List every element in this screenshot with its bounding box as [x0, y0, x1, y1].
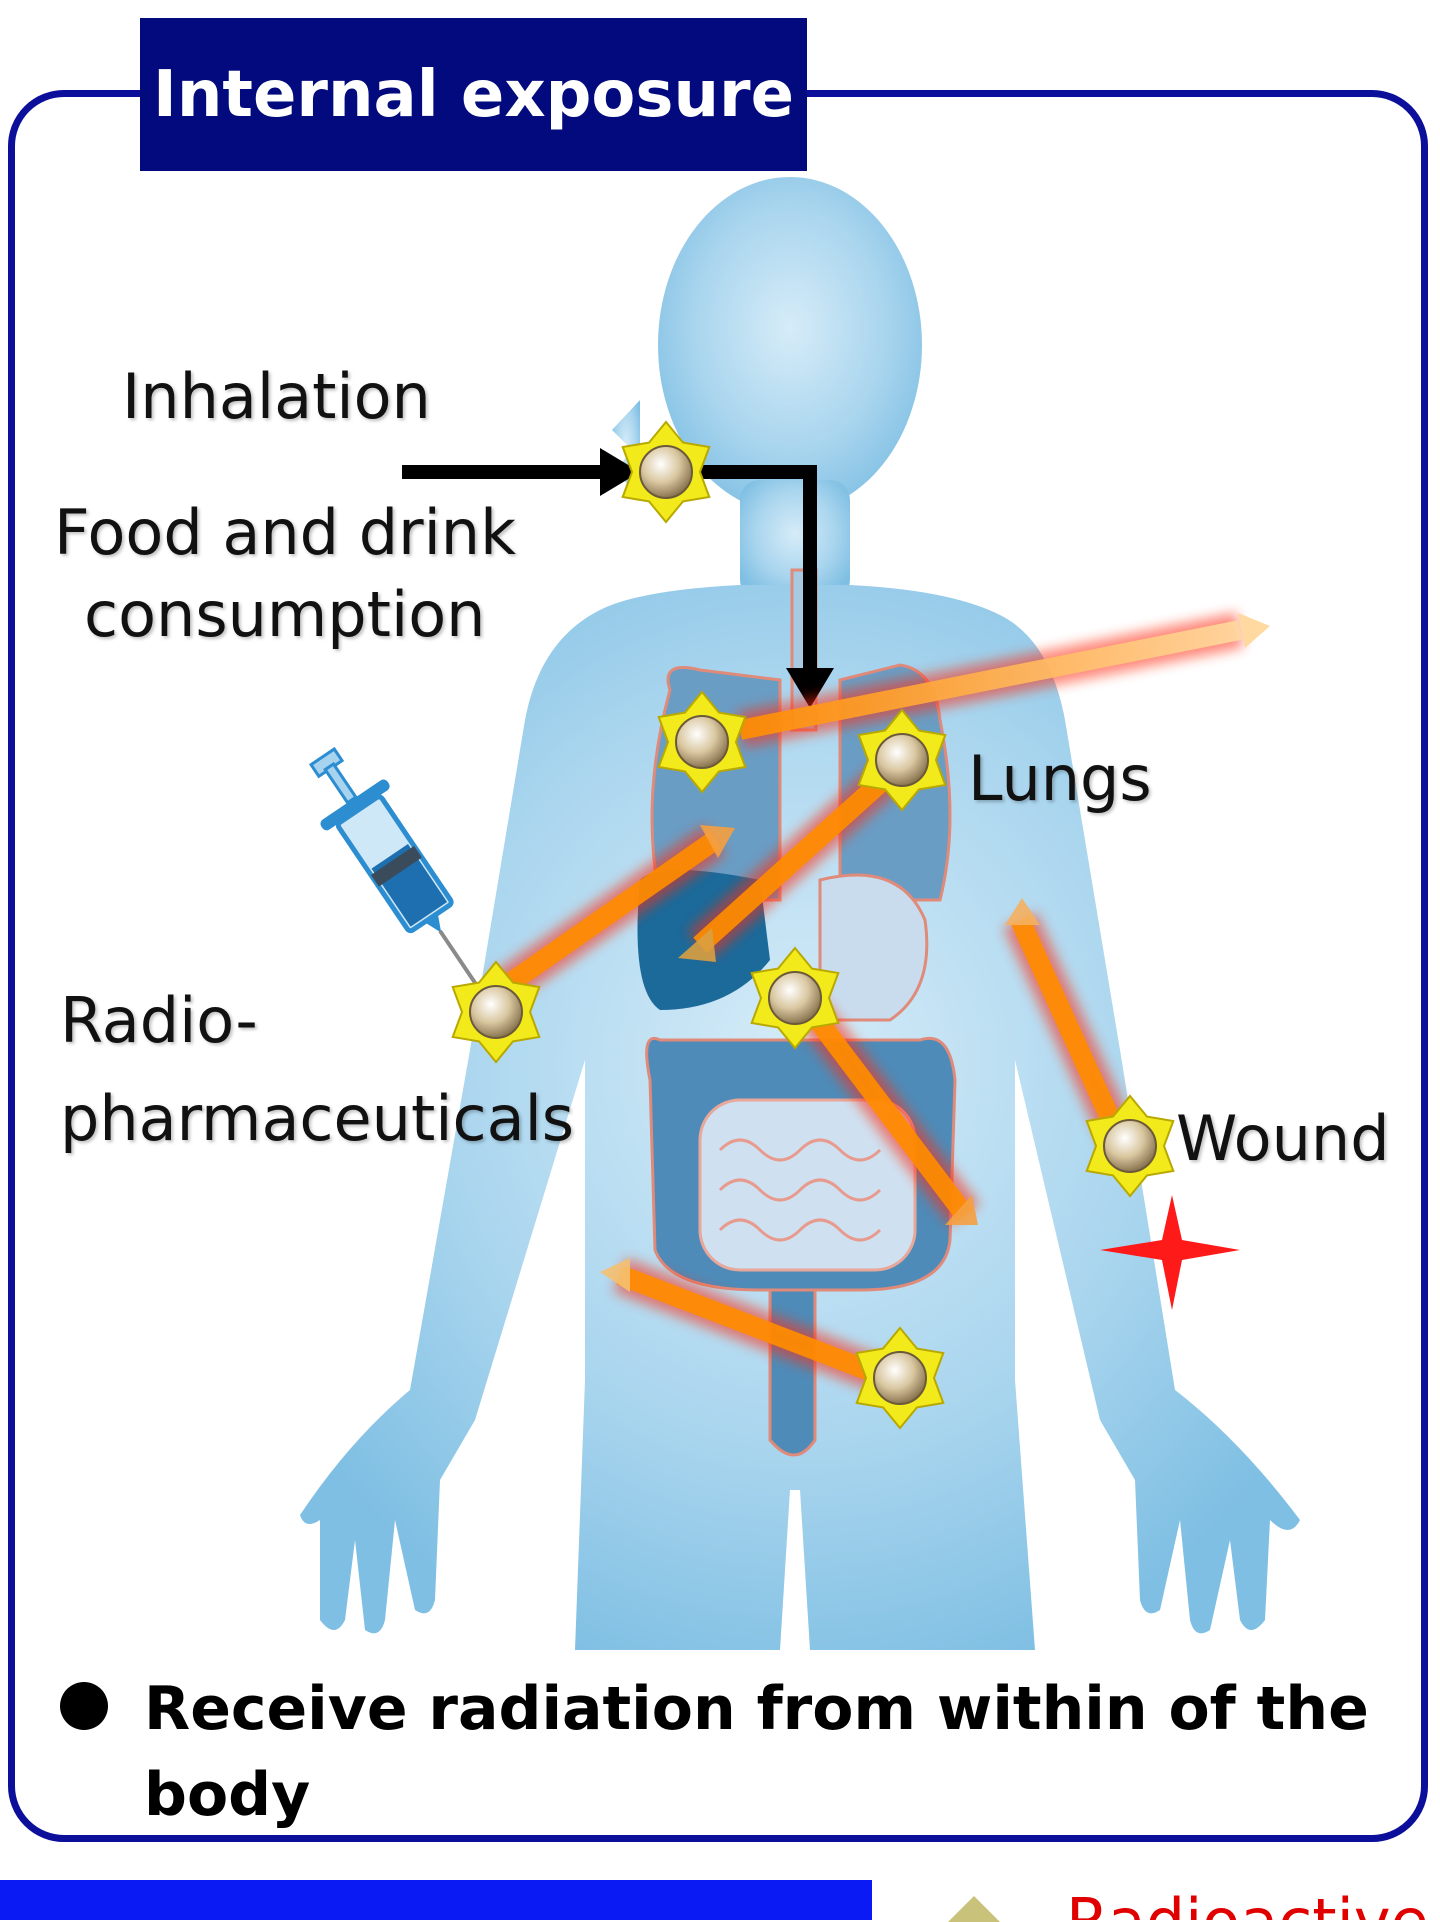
intake-arrow [402, 465, 817, 675]
radioactive-source-icon [857, 708, 947, 812]
radioactive-triangle-icon [948, 1896, 1000, 1922]
bottom-bar [0, 1880, 872, 1920]
radioactive-source-icon [750, 946, 840, 1050]
label-radio-line2: pharmaceuticals [60, 1082, 575, 1155]
radiation-arrows [489, 612, 1270, 1392]
radioactive-source-icon [657, 690, 747, 794]
wound-mark-icon [1100, 1195, 1240, 1310]
page-title: Internal exposure [140, 18, 807, 171]
radioactive-source-icon [621, 420, 711, 524]
label-lungs: Lungs [968, 742, 1152, 815]
label-radio-line1: Radio- [60, 984, 258, 1057]
label-food-line1: Food and drink [54, 496, 517, 569]
radioactive-source-icon [1085, 1094, 1175, 1198]
content-frame [8, 90, 1428, 1842]
bottom-cut-text: Radioactive [1066, 1880, 1429, 1920]
label-food-line2: consumption [84, 578, 486, 651]
radioactive-source-icon [855, 1326, 945, 1430]
radioactive-source-icon [451, 960, 541, 1064]
intake-arrowhead-right [600, 448, 640, 496]
bullet-text: Receive radiation from within of the bod… [144, 1674, 1369, 1830]
syringe-icon [308, 746, 481, 991]
label-wound: Wound [1176, 1102, 1390, 1175]
intake-arrowhead-down [786, 668, 834, 708]
bullet-icon [60, 1682, 108, 1730]
radioactive-sources [451, 420, 1175, 1430]
label-inhalation: Inhalation [122, 360, 431, 433]
